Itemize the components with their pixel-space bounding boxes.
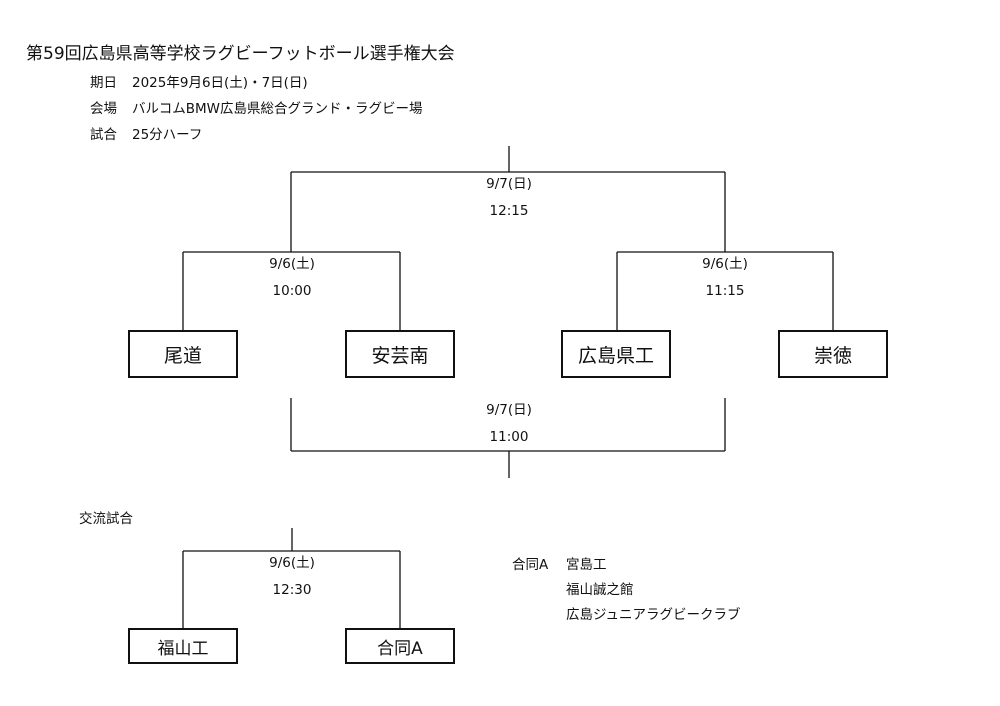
third-place-time: 11:00: [489, 429, 529, 445]
date-value: 2025年9月6日(土)・7日(日): [132, 75, 308, 91]
semi-left-date: 9/6(土): [269, 256, 315, 272]
semi-right-time: 11:15: [705, 283, 745, 299]
joint-member: 福山誠之館: [566, 582, 634, 598]
page-title: 第59回広島県高等学校ラグビーフットボール選手権大会: [26, 44, 455, 64]
format-label: 試合: [90, 127, 117, 143]
final-date: 9/7(日): [486, 176, 532, 192]
exchange-date: 9/6(土): [269, 555, 315, 571]
venue-label: 会場: [90, 101, 117, 117]
semi-left-time: 10:00: [272, 283, 312, 299]
semi-right-date: 9/6(土): [702, 256, 748, 272]
joint-member: 広島ジュニアラグビークラブ: [566, 607, 741, 623]
exchange-time: 12:30: [272, 582, 312, 598]
joint-team-label: 合同A: [512, 557, 549, 573]
format-value: 25分ハーフ: [132, 127, 203, 143]
final-time: 12:15: [489, 203, 529, 219]
team-box: 尾道: [128, 330, 238, 378]
date-label: 期日: [90, 75, 117, 91]
team-box: 合同A: [345, 628, 455, 664]
third-place-date: 9/7(日): [486, 402, 532, 418]
team-box: 崇徳: [778, 330, 888, 378]
team-box: 安芸南: [345, 330, 455, 378]
venue-value: バルコムBMW広島県総合グランド・ラグビー場: [132, 101, 423, 117]
team-box: 福山工: [128, 628, 238, 664]
team-box: 広島県工: [561, 330, 671, 378]
joint-member: 宮島工: [566, 557, 607, 573]
exchange-heading: 交流試合: [79, 511, 133, 527]
